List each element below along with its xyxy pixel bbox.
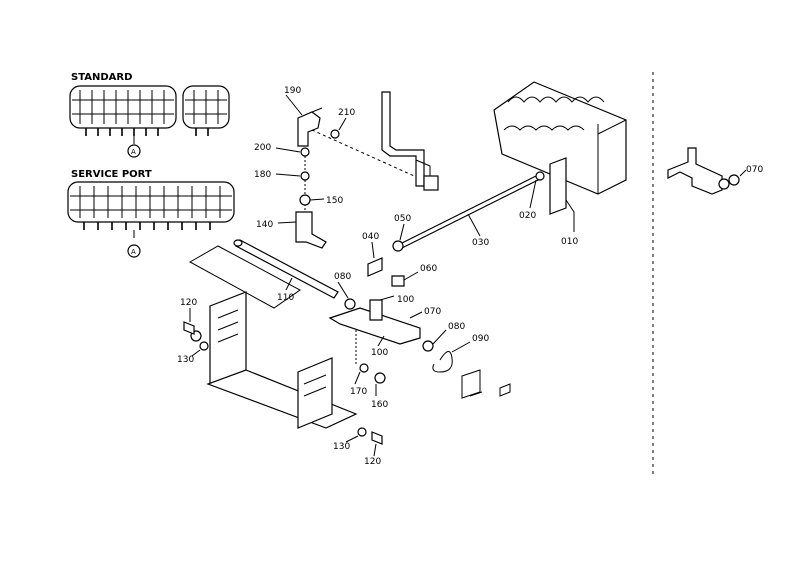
label-140: 140	[256, 220, 273, 230]
base-frame: 120 130 130 120	[177, 291, 383, 467]
label-070-inset: 070	[746, 165, 763, 175]
label-080-lower: 080	[448, 322, 465, 332]
inset-part-070: 070	[667, 147, 763, 195]
label-150: 150	[326, 196, 343, 206]
label-210: 210	[338, 108, 355, 118]
marker-a-standard: A	[131, 148, 136, 156]
label-040: 040	[362, 232, 379, 242]
label-190: 190	[284, 86, 301, 96]
lever-arm-linkage: 080 100 070 170 160 100 080 090	[328, 272, 511, 410]
label-030: 030	[472, 238, 489, 248]
label-010: 010	[561, 237, 578, 247]
label-120-top: 120	[180, 298, 197, 308]
label-080-upper: 080	[334, 272, 351, 282]
label-070: 070	[424, 307, 441, 317]
standard-heading: STANDARD	[71, 72, 132, 83]
label-120-bottom: 120	[364, 457, 381, 467]
plate-and-rod-110: 110	[188, 239, 339, 309]
label-100-lower: 100	[371, 348, 388, 358]
label-020: 020	[519, 211, 536, 221]
label-130-bottom: 130	[333, 442, 350, 452]
label-110: 110	[277, 293, 294, 303]
label-180: 180	[254, 170, 271, 180]
label-170: 170	[350, 387, 367, 397]
label-090: 090	[472, 334, 489, 344]
label-050: 050	[394, 214, 411, 224]
label-130-top: 130	[177, 355, 194, 365]
service-port-heading: SERVICE PORT	[71, 169, 152, 180]
label-160: 160	[371, 400, 388, 410]
service-port-valve-bank: SERVICE PORT A	[67, 169, 235, 258]
marker-a-service-port: A	[131, 248, 136, 256]
rod-030: 050 040 060 030	[362, 175, 539, 287]
label-060: 060	[420, 264, 437, 274]
control-valve-block: 020 010	[493, 81, 627, 247]
standard-valve-bank: STANDARD A	[69, 72, 230, 158]
label-200: 200	[254, 143, 271, 153]
control-lever-assembly: 190 210 200 180 150 140	[254, 86, 439, 249]
label-100-upper: 100	[397, 295, 414, 305]
